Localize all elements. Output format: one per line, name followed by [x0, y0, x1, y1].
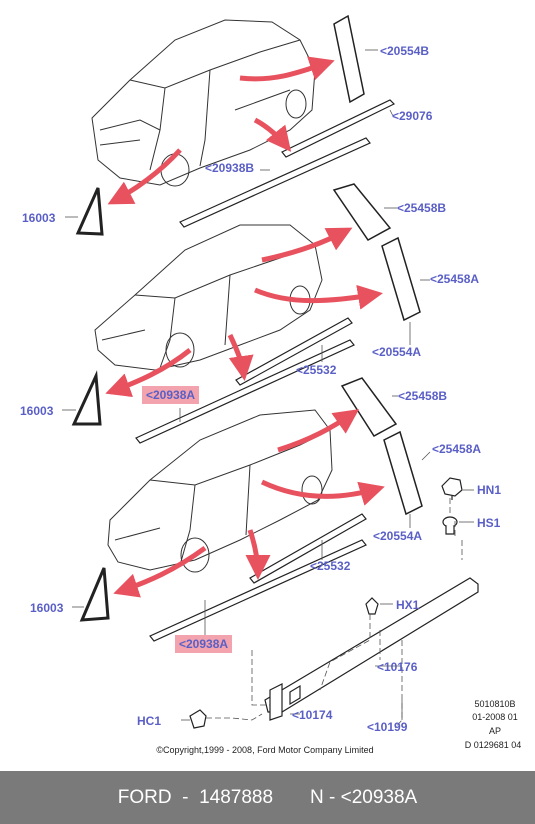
sill-assembly	[264, 577, 479, 721]
label-25532-bottom: <25532	[310, 559, 351, 573]
part-25532-b	[249, 513, 367, 584]
label-16003-middle: 16003	[20, 404, 54, 418]
footer-dash: -	[176, 787, 194, 808]
ref-code-2: D 0129681 04	[464, 740, 522, 750]
label-10176: <10176	[377, 660, 418, 674]
car-sedan-1	[91, 19, 316, 187]
hx1-clip	[365, 597, 379, 615]
part-25458a-b	[383, 430, 423, 516]
hc1-clip	[189, 709, 207, 729]
part-16003-b	[71, 370, 102, 426]
label-25458a-bottom: <25458A	[432, 442, 482, 456]
label-hx1: HX1	[396, 598, 420, 612]
part-25532-a	[235, 317, 353, 386]
label-20554a-bottom: <20554A	[373, 529, 423, 543]
footer-part-number: 1487888	[199, 787, 274, 808]
label-hs1: HS1	[477, 516, 501, 530]
label-10199: <10199	[367, 720, 408, 734]
ref-date: 01-2008 01	[472, 712, 518, 722]
ref-ap: AP	[488, 726, 501, 736]
part-20938b	[179, 137, 371, 228]
label-20554b: <20554B	[380, 44, 430, 58]
part-16003-c	[79, 567, 110, 622]
part-25458b-b	[340, 377, 398, 437]
part-20938a-a	[135, 339, 355, 444]
part-25458a-a	[381, 236, 421, 322]
hn1-nut	[441, 477, 463, 500]
ref-code-1: 5010810B	[474, 699, 516, 709]
label-25458b-bottom: <25458B	[398, 389, 448, 403]
footer-part-name: N - <20938A	[310, 787, 418, 808]
hs1-screw	[442, 516, 458, 535]
label-25532-top: <25532	[296, 363, 337, 377]
part-29076	[281, 99, 396, 158]
footer-brand: FORD	[117, 787, 172, 808]
label-10174: <10174	[292, 708, 333, 722]
part-20554b	[333, 14, 365, 104]
label-16003-top: 16003	[22, 211, 56, 225]
label-20938a-highlight-bottom: <20938A	[175, 635, 233, 653]
part-16003-a	[75, 187, 104, 236]
footer-gap	[278, 771, 304, 824]
label-29076: <29076	[392, 109, 433, 123]
label-20938b: <20938B	[205, 161, 255, 175]
copyright: ©Copyright,1999 - 2008, Ford Motor Compa…	[156, 745, 374, 755]
car-wagon	[107, 409, 333, 573]
parts-diagram	[62, 14, 479, 729]
label-25458a-top: <25458A	[430, 272, 480, 286]
label-16003-bottom: 16003	[30, 601, 64, 615]
label-hn1: HN1	[477, 483, 502, 497]
part-20938a-b	[149, 539, 367, 642]
label-20938a-highlight-top: <20938A	[142, 386, 200, 404]
part-25458b-a	[332, 183, 392, 241]
footer-bar: FORD - 1487888 N - <20938A	[0, 771, 535, 824]
label-20554a-top: <20554A	[372, 345, 422, 359]
label-25458b-top: <25458B	[397, 201, 447, 215]
label-hc1: HC1	[137, 714, 162, 728]
